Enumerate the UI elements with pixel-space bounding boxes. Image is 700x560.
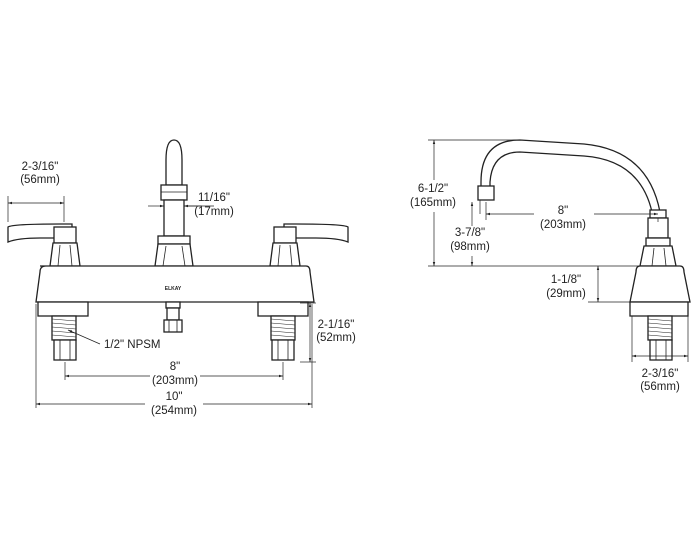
dim-spout-diameter: 11/16" (17mm) bbox=[148, 192, 234, 218]
dim-outlet-height-imperial: 3-7/8" bbox=[455, 227, 485, 239]
dim-outlet-height: 3-7/8" (98mm) bbox=[441, 200, 501, 266]
dim-spout-height-metric: (165mm) bbox=[410, 197, 456, 209]
callout-npsm: 1/2" NPSM bbox=[67, 329, 161, 351]
dim-centers-imperial: 8" bbox=[170, 361, 180, 373]
dim-spout-dia-metric: (17mm) bbox=[194, 206, 234, 218]
front-view: ELKAY bbox=[7, 139, 356, 417]
dim-shank-width-metric: (56mm) bbox=[640, 381, 680, 393]
dim-spout-dia-imperial: 11/16" bbox=[198, 192, 230, 204]
dim-width-imperial: 10" bbox=[166, 391, 183, 403]
side-deck bbox=[629, 265, 691, 361]
dim-spout-height-imperial: 6-1/2" bbox=[418, 183, 448, 195]
dim-deck-height: 2-1/16" (52mm) bbox=[300, 302, 356, 363]
dim-handle-extension: 2-3/16" (56mm) bbox=[7, 161, 65, 222]
side-spout bbox=[477, 139, 677, 267]
dim-overall-width: 10" (254mm) bbox=[35, 304, 313, 417]
dim-handle-ext-imperial: 2-3/16" bbox=[22, 161, 59, 173]
brand-mark: ELKAY bbox=[165, 286, 182, 292]
deck-body: ELKAY bbox=[35, 265, 315, 303]
left-handle bbox=[7, 223, 81, 267]
dim-base-height: 1-1/8" (29mm) bbox=[546, 266, 630, 303]
center-nipple-top bbox=[165, 301, 181, 309]
right-shank bbox=[270, 315, 296, 361]
dim-spout-reach: 8" (203mm) bbox=[485, 202, 659, 232]
dim-base-height-imperial: 1-1/8" bbox=[551, 274, 581, 286]
dim-width-metric: (254mm) bbox=[151, 405, 197, 417]
dim-spout-height: 6-1/2" (165mm) bbox=[403, 139, 520, 266]
dim-shank-width-imperial: 2-3/16" bbox=[642, 368, 679, 380]
npsm-label: 1/2" NPSM bbox=[104, 339, 161, 351]
dim-shank-width: 2-3/16" (56mm) bbox=[631, 316, 689, 393]
dim-base-height-metric: (29mm) bbox=[546, 288, 586, 300]
dim-reach-imperial: 8" bbox=[558, 205, 568, 217]
spout-riser bbox=[154, 139, 194, 267]
dim-handle-ext-metric: (56mm) bbox=[20, 174, 60, 186]
side-view: 6-1/2" (165mm) 3-7/8" (98mm) 8" (203mm) … bbox=[403, 139, 691, 393]
dim-centers-metric: (203mm) bbox=[152, 375, 198, 387]
center-shank bbox=[163, 307, 183, 333]
left-flange bbox=[37, 301, 89, 317]
dim-centers: 8" (203mm) bbox=[64, 361, 284, 387]
dim-deck-height-metric: (52mm) bbox=[316, 332, 356, 344]
dim-reach-metric: (203mm) bbox=[540, 219, 586, 231]
right-handle bbox=[269, 223, 349, 267]
left-shank bbox=[51, 315, 77, 361]
right-flange bbox=[257, 301, 309, 317]
dim-deck-height-imperial: 2-1/16" bbox=[318, 319, 355, 331]
dim-outlet-height-metric: (98mm) bbox=[450, 241, 490, 253]
